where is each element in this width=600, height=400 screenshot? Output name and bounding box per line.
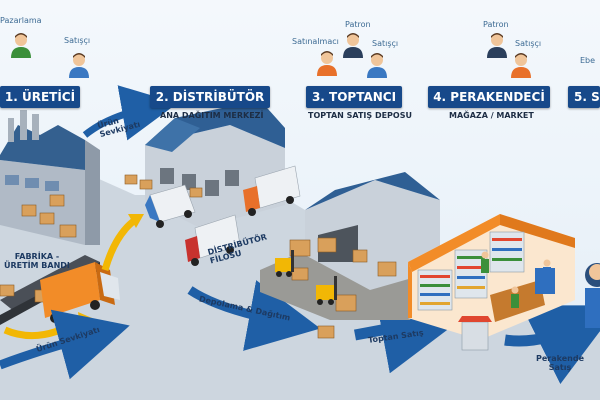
person-icon-marketing <box>10 32 32 58</box>
stage-header-wholesaler: 3. TOPTANCI <box>306 86 402 108</box>
forklift-1 <box>275 250 294 277</box>
label-factory-line: FABRİKA - ÜRETİM BANDI <box>4 252 70 271</box>
sublabel-wholesale-depot: TOPTAN SATIŞ DEPOSU <box>308 111 412 120</box>
boxes-distribution <box>124 174 203 198</box>
white-truck-3 <box>243 165 301 216</box>
person-icon-sales-retail <box>510 52 532 78</box>
stage-header-producer: 1. ÜRETİCİ <box>0 86 80 108</box>
stage-header-distributor: 2. DİSTRİBÜTÖR <box>150 86 270 108</box>
store-workers <box>481 251 551 308</box>
role-label-sales: Satışçı <box>64 36 91 45</box>
role-label-partial: Ebe <box>580 56 596 65</box>
person-icon-sales-1 <box>68 52 90 78</box>
pallets-wholesale <box>289 237 397 339</box>
person-icon-purchaser <box>316 50 338 76</box>
sublabel-store: MAĞAZA / MARKET <box>449 111 534 120</box>
forklift-2 <box>316 276 337 305</box>
role-label-boss: Patron <box>483 20 509 29</box>
white-truck-1 <box>145 184 196 228</box>
arrow-label-retail: Perakende Satış <box>536 354 585 373</box>
orange-truck-factory <box>40 262 120 323</box>
shelves <box>417 231 525 311</box>
person-icon-boss-retail <box>486 32 508 58</box>
factory-building <box>0 110 100 245</box>
store-front-awning <box>458 316 492 351</box>
sublabel-distribution-center: ANA DAĞITIM MERKEZİ <box>160 111 264 120</box>
person-icon-sales-wholesale <box>366 52 388 78</box>
role-label-sales: Satışçı <box>372 39 399 48</box>
blue-arrow-wholesale <box>353 286 469 374</box>
white-truck-2 <box>185 214 241 266</box>
yellow-arrow-up <box>101 217 138 271</box>
blue-arrow-retail <box>504 305 600 385</box>
customer-partial <box>585 263 600 328</box>
blue-arrow-shipment-bottom <box>0 309 130 380</box>
blue-arrow-storage <box>187 280 321 351</box>
blue-arrow-shipment-top <box>82 85 178 141</box>
wholesale-warehouse <box>305 172 440 290</box>
role-label-sales: Satışçı <box>515 39 542 48</box>
role-label-marketing: Pazarlama <box>0 16 42 25</box>
person-icon-boss-wholesale <box>342 32 364 58</box>
stage-header-retailer: 4. PERAKENDECİ <box>428 86 550 108</box>
stage-header-partial: 5. S <box>568 86 600 108</box>
role-label-boss: Patron <box>345 20 371 29</box>
role-label-purchaser: Satınalmacı <box>292 37 339 46</box>
